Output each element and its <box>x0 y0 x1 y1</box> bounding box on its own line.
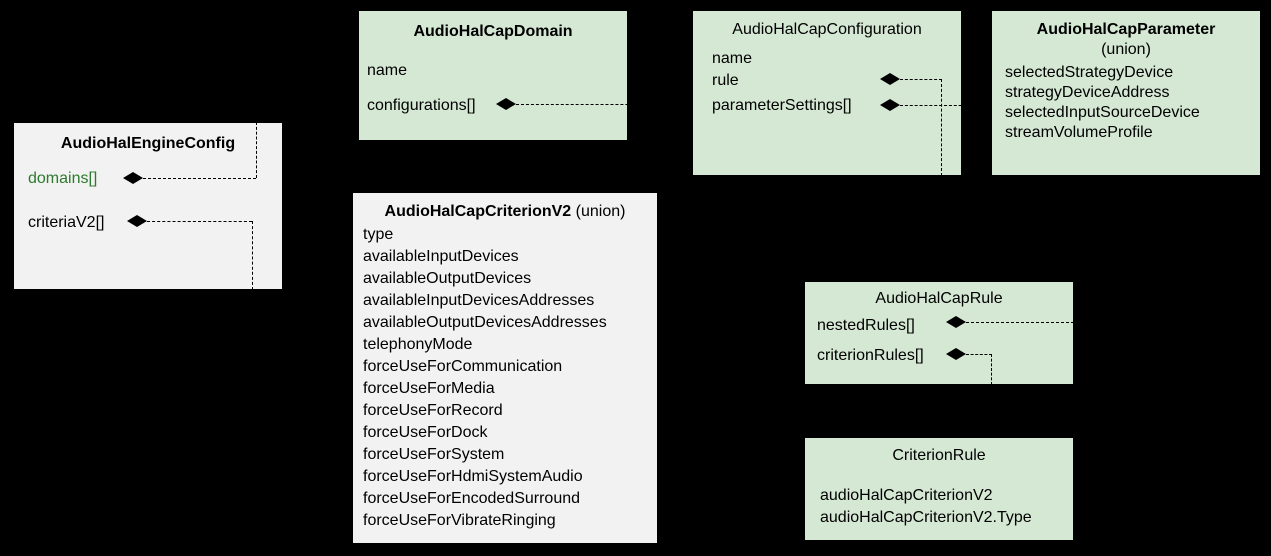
attribute-rule: rule <box>712 72 739 89</box>
class-title-audiohalcapparameter: AudioHalCapParameter <box>1036 21 1216 38</box>
connector-criteriav2-vertical <box>252 221 253 290</box>
class-box-audiohalcapconfiguration[interactable]: AudioHalCapConfiguration name rule param… <box>692 10 962 176</box>
connector-rule-vertical <box>941 79 942 176</box>
attribute-name: name <box>367 62 408 79</box>
attribute-forceuseforhdmisystemaudio: forceUseForHdmiSystemAudio <box>363 468 583 485</box>
class-box-audiohalcapcriterionv2[interactable]: AudioHalCapCriterionV2 (union) type avai… <box>352 192 658 544</box>
attribute-parametersettings: parameterSettings[] <box>712 97 852 114</box>
attribute-forceuseformedia: forceUseForMedia <box>363 380 495 397</box>
attribute-criterionrules: criterionRules[] <box>817 347 924 364</box>
attribute-configurations: configurations[] <box>367 97 476 114</box>
composition-diamond-configurations <box>496 98 516 110</box>
attribute-selectedinputsourcedevice: selectedInputSourceDevice <box>1005 104 1200 121</box>
connector-criterionrules-horizontal <box>966 354 992 355</box>
class-title-text: AudioHalCapCriterionV2 <box>384 203 572 220</box>
connector-criterionrules-vertical <box>991 354 992 385</box>
connector-criteriav2-horizontal <box>147 221 252 222</box>
attribute-nestedrules: nestedRules[] <box>817 317 915 334</box>
attribute-telephonymode: telephonyMode <box>363 336 473 353</box>
composition-diamond-parametersettings <box>880 99 900 111</box>
attribute-availableoutputdevices: availableOutputDevices <box>363 270 532 287</box>
class-box-criterionrule[interactable]: CriterionRule audioHalCapCriterionV2 aud… <box>804 437 1074 541</box>
attribute-type: type <box>363 226 394 243</box>
class-title-criterionrule: CriterionRule <box>892 447 986 464</box>
connector-parametersettings-horizontal <box>900 105 991 106</box>
connector-rule-horizontal <box>900 79 942 80</box>
attribute-forceuseforvibrateringing: forceUseForVibrateRinging <box>363 512 556 529</box>
attribute-forceuseforencodedsurround: forceUseForEncodedSurround <box>363 490 581 507</box>
class-title-audiohalcapdomain: AudioHalCapDomain <box>413 23 573 40</box>
composition-diamond-criterionrules <box>946 348 966 360</box>
class-title-audiohalcaprule: AudioHalCapRule <box>875 290 1003 307</box>
attribute-forceuseforcommunication: forceUseForCommunication <box>363 358 563 375</box>
attribute-criteriav2: criteriaV2[] <box>28 214 105 231</box>
class-box-audiohalcapdomain[interactable]: AudioHalCapDomain name configurations[] <box>358 10 628 141</box>
connector-domains-horizontal <box>143 178 256 179</box>
attribute-availableinputdevices: availableInputDevices <box>363 248 519 265</box>
attribute-forceusefordock: forceUseForDock <box>363 424 488 441</box>
attribute-streamvolumeprofile: streamVolumeProfile <box>1005 124 1153 141</box>
attribute-availableoutputdevicesaddresses: availableOutputDevicesAddresses <box>363 314 607 331</box>
composition-diamond-nestedrules <box>946 316 966 328</box>
class-title-audiohalcapcriterionv2: AudioHalCapCriterionV2 (union) <box>353 202 657 222</box>
class-title-audiohalengineconfig: AudioHalEngineConfig <box>60 135 236 152</box>
connector-domains-vertical <box>256 122 257 178</box>
attribute-forceuseforrecord: forceUseForRecord <box>363 402 503 419</box>
attribute-forceuseforsystem: forceUseForSystem <box>363 446 505 463</box>
composition-diamond-domains <box>123 172 143 184</box>
class-box-audiohalcaprule[interactable]: AudioHalCapRule nestedRules[] criterionR… <box>804 281 1074 385</box>
composition-diamond-rule <box>880 73 900 85</box>
attribute-name: name <box>712 50 753 67</box>
attribute-audiohalcapcriterionv2-type: audioHalCapCriterionV2.Type <box>820 509 1032 526</box>
connector-configurations-horizontal <box>516 104 693 105</box>
class-box-audiohalcapparameter[interactable]: AudioHalCapParameter (union) selectedStr… <box>991 10 1261 176</box>
composition-diamond-criteriav2 <box>127 215 147 227</box>
connector-nestedrules-horizontal <box>966 322 1074 323</box>
class-subtitle-union: (union) <box>1101 41 1151 58</box>
attribute-availableinputdevicesaddresses: availableInputDevicesAddresses <box>363 292 595 309</box>
attribute-domains: domains[] <box>28 170 98 187</box>
attribute-audiohalcapcriterionv2: audioHalCapCriterionV2 <box>820 487 993 504</box>
class-title-audiohalcapconfiguration: AudioHalCapConfiguration <box>732 21 922 38</box>
class-title-union-suffix: (union) <box>575 203 626 220</box>
attribute-strategydeviceaddress: strategyDeviceAddress <box>1005 84 1170 101</box>
attribute-selectedstrategydevice: selectedStrategyDevice <box>1005 64 1174 81</box>
class-box-audiohalengineconfig[interactable]: AudioHalEngineConfig domains[] criteriaV… <box>13 122 283 290</box>
